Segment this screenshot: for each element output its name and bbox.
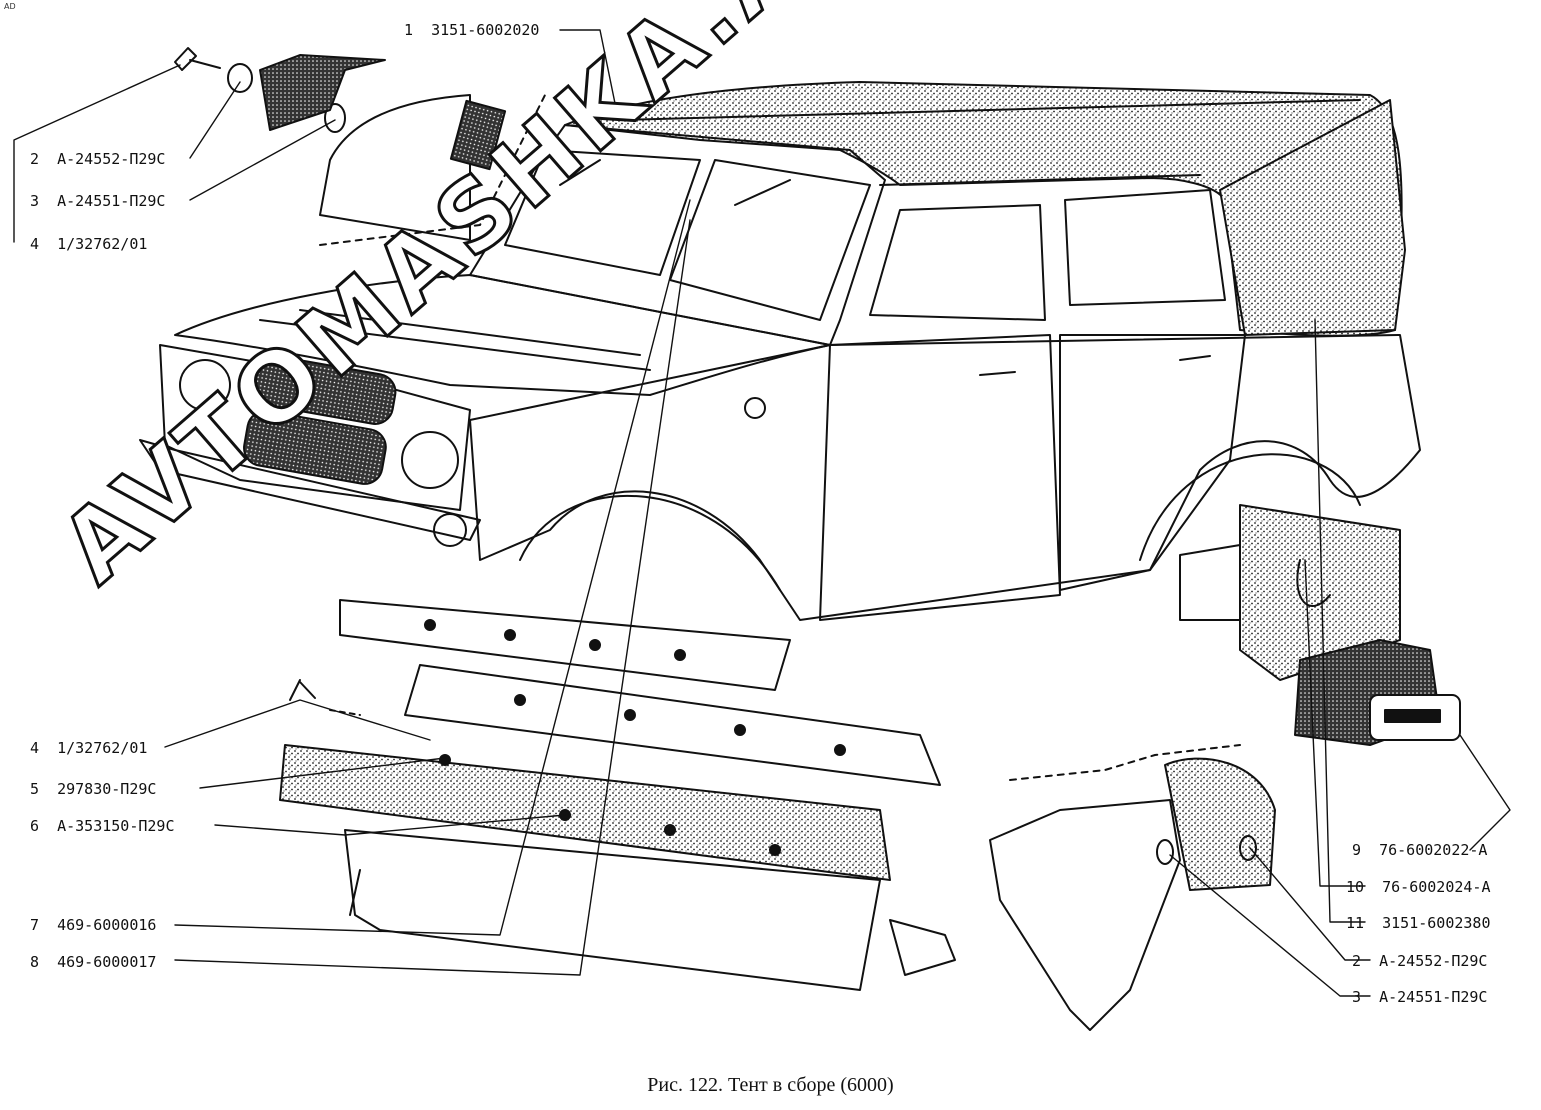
leader-lines [13,29,1511,997]
hood [174,274,831,396]
screw-top [174,47,221,71]
vehicle-body [139,81,1421,621]
callout-6-label: 6 А-353150-П29С [30,817,175,835]
detail-top-left [174,47,546,246]
hood-line-2 [299,309,641,356]
rail-screw [289,679,316,701]
rail-upper [339,599,791,691]
rear-door [1059,334,1246,591]
tent-side-panel [1219,99,1406,336]
callout-9-label: 9 76-6002022-А [1352,841,1488,859]
detail-right [989,504,1461,1031]
windshield-frame [469,124,886,346]
wiper-right [734,179,791,206]
callout-10-label: 10 76-6002024-А [1346,878,1491,896]
callout-8-label: 8 469-6000017 [30,953,157,971]
tent-corner-right [1164,757,1276,891]
rail-bolts [424,619,846,856]
front-door-window [869,204,1046,321]
grille-lower [243,410,387,485]
rail-end-bracket [889,919,956,976]
tent-corner-inset [319,94,471,241]
hood-line [259,319,651,371]
rail-post [349,869,361,916]
callout-7-label: 7 469-6000016 [30,916,157,934]
washer-right [1156,839,1174,865]
grille-upper [253,355,397,425]
callout-2-label: 2 А-24552-П29С [30,150,166,168]
callout-2b-label: 2 А-24552-П29С [1352,952,1488,970]
front-wheel-arch [519,494,781,591]
rail-lower [279,744,891,881]
wiper-left [559,159,601,186]
clip-inset [449,99,507,171]
rail-middle [404,664,941,786]
callout-4b-label: 4 1/32762/01 [30,739,148,757]
headlight-left [179,359,231,411]
callout-3-label: 3 А-24551-П29С [30,192,166,210]
washer-top [227,63,253,93]
callout-3b-label: 3 А-24551-П29С [1352,988,1488,1006]
side-rails [279,599,956,991]
bumper [139,439,481,541]
tent-edge [879,174,1201,186]
inset-divider [319,94,546,246]
headlight-right [401,431,459,489]
front-door [819,334,1061,621]
figure-caption: Рис. 122. Тент в сборе (6000) [647,1074,894,1096]
fog-light [433,513,467,547]
post-right [989,799,1181,1031]
buckle-top [259,54,386,131]
plate-side [1179,544,1241,621]
right-divider [1009,744,1241,781]
callout-1-label: 1 3151-6002020 [404,21,540,39]
callout-11-label: 11 3151-6002380 [1346,914,1491,932]
tent-roof-seam [619,99,1361,121]
windshield-glass-left [504,149,701,276]
fuel-cap [744,397,766,419]
door-handle-front [979,371,1016,376]
rear-door-window [1064,189,1226,306]
buckle-slot-inner [1384,709,1441,723]
windshield-glass-right [669,159,871,321]
body-side [469,334,1421,621]
washer-top-2 [324,103,346,133]
rear-wheel-arch [1139,453,1361,561]
corner-mark: AD [4,2,16,11]
washer-right-2 [1239,835,1257,861]
callout-4-label: 4 1/32762/01 [30,235,148,253]
hook-bracket [1296,559,1331,607]
door-handle-rear [1179,355,1211,361]
callout-5-label: 5 297830-П29С [30,780,157,798]
